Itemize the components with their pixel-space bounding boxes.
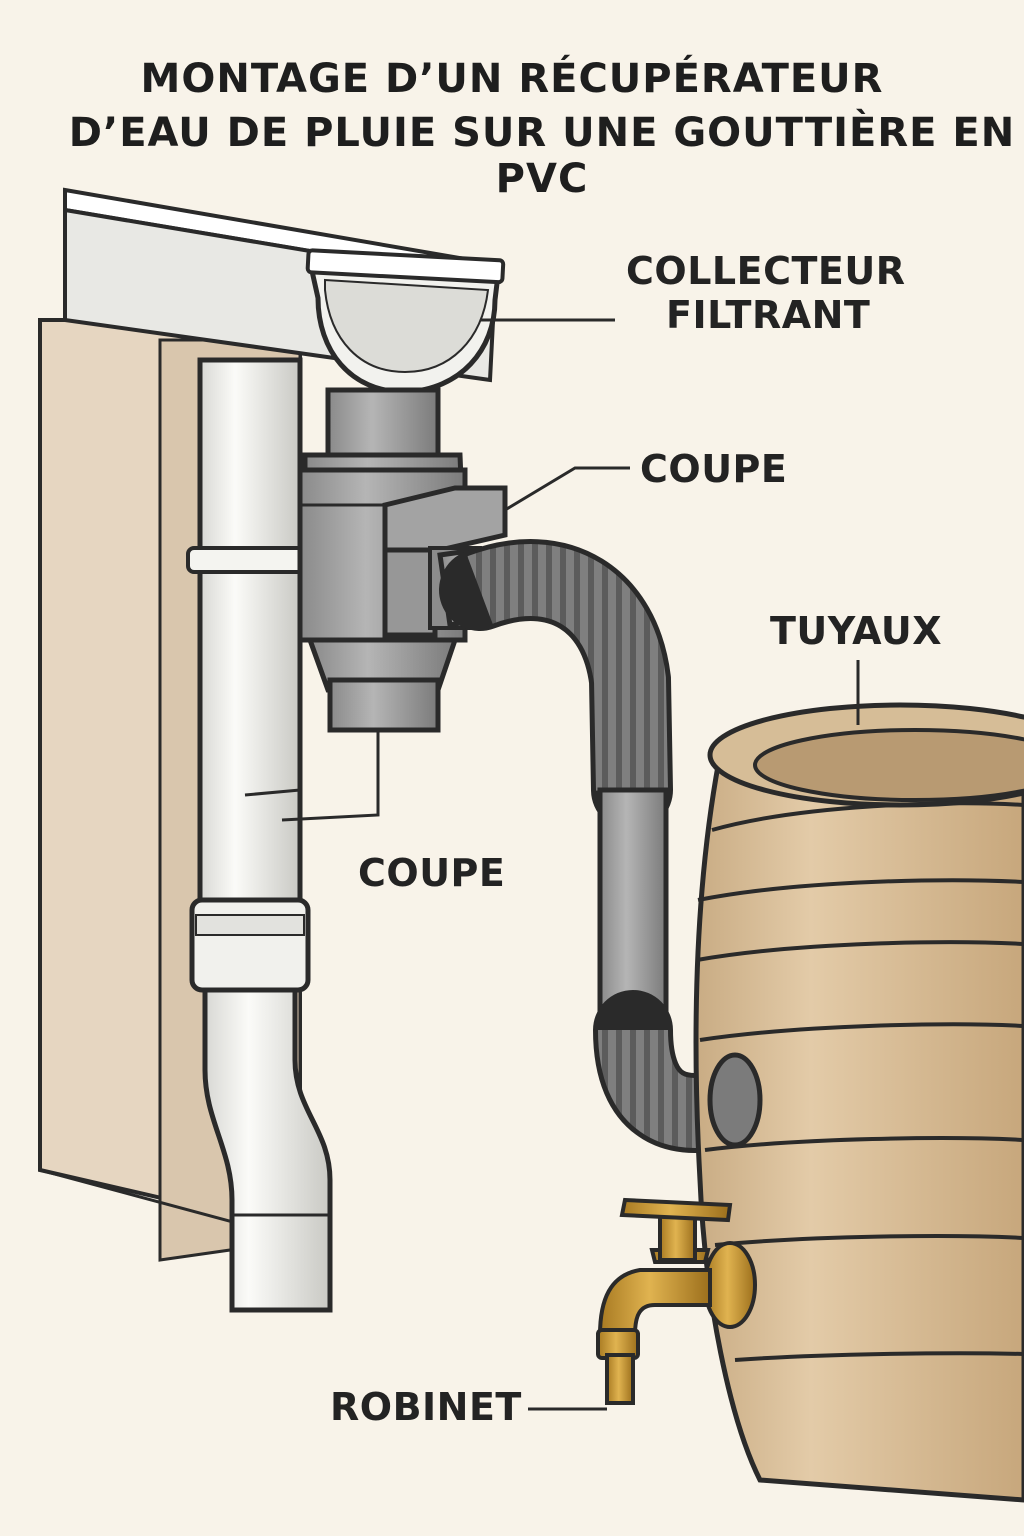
downpipe [186,357,333,1313]
flexible-hose [439,539,775,1153]
title-line-2: D’EAU DE PLUIE SUR UNE GOUTTIÈRE EN PVC [68,110,1016,202]
label-robinet: ROBINET [330,1385,522,1429]
label-collecteur-line2: FILTRANT [666,292,871,337]
label-coupe-top: COUPE [640,447,788,491]
label-collecteur-filtrant: COLLECTEUR FILTRANT [626,249,906,337]
label-collecteur-line1: COLLECTEUR [626,249,906,293]
collector-filter [297,387,508,733]
leader-lines [281,318,860,1411]
brass-tap [596,1197,757,1405]
label-coupe-bottom: COUPE [358,851,506,895]
rain-barrel [693,702,1024,1503]
label-tuyaux: TUYAUX [770,609,943,653]
title-line-1: MONTAGE D’UN RÉCUPÉRATEUR [140,56,884,102]
